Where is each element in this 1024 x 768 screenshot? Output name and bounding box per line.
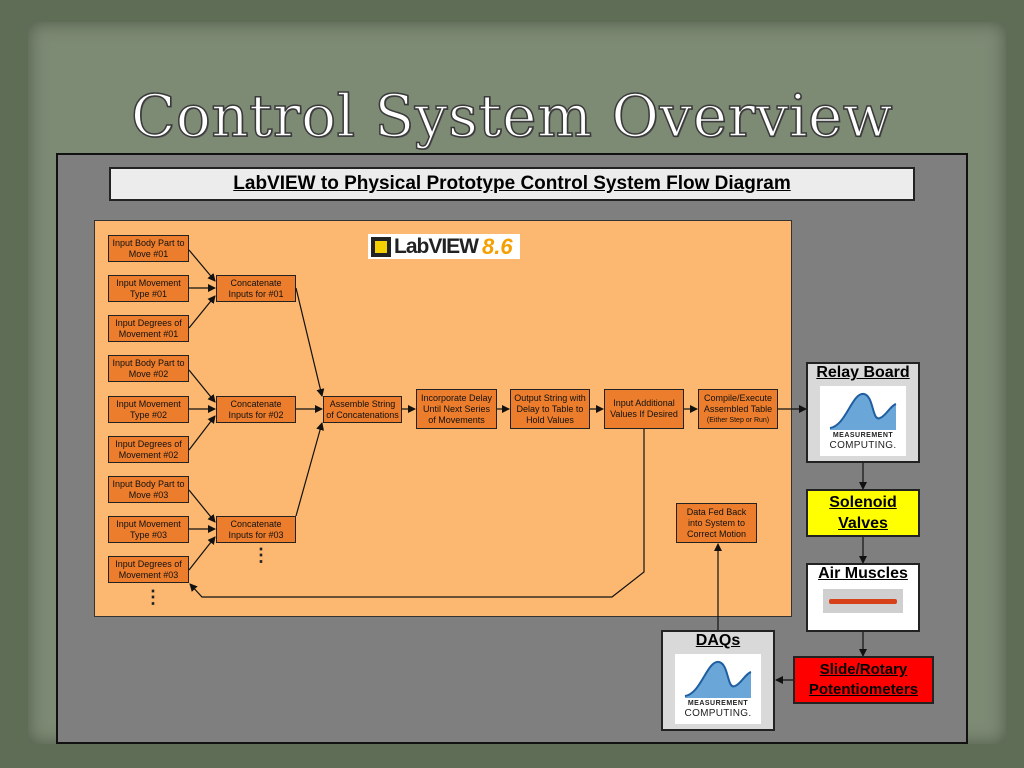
potentiometers-title: Slide/Rotary Potentiometers: [808, 661, 919, 698]
input-degrees-03: Input Degrees of Movement #03: [108, 556, 189, 583]
solenoid-valves-box: Solenoid Valves: [806, 489, 920, 537]
input-movement-type-02: Input Movement Type #02: [108, 396, 189, 423]
input-body-part-03: Input Body Part to Move #03: [108, 476, 189, 503]
daqs-logo-text-1: MEASUREMENT: [687, 700, 749, 707]
solenoid-valves-title: Solenoid Valves: [829, 494, 897, 532]
concatenate-01: Concatenate Inputs for #01: [216, 275, 296, 302]
air-muscles-box: Air Muscles: [806, 563, 920, 632]
input-additional-values: Input Additional Values If Desired: [604, 389, 684, 429]
daqs-title: DAQs: [695, 632, 741, 649]
compile-execute-note: (Either Step or Run): [706, 416, 770, 424]
data-fed-back: Data Fed Back into System to Correct Mot…: [676, 503, 757, 543]
labview-logo: LabVIEW 8.6: [368, 234, 520, 259]
concatenate-03: Concatenate Inputs for #03: [216, 516, 296, 543]
labview-logo-version: 8.6: [482, 233, 513, 259]
daqs-logo-text-2: COMPUTING.: [684, 708, 752, 719]
input-degrees-01: Input Degrees of Movement #01: [108, 315, 189, 342]
continuation-dots-concat: ⋮: [252, 545, 270, 565]
labview-logo-icon: [371, 236, 391, 257]
daqs-logo: MEASUREMENT COMPUTING.: [675, 654, 761, 724]
incorporate-delay: Incorporate Delay Until Next Series of M…: [416, 389, 497, 429]
output-string: Output String with Delay to Table to Hol…: [510, 389, 590, 429]
relay-logo-text-2: COMPUTING.: [829, 440, 897, 451]
daqs-box: DAQs MEASUREMENT COMPUTING.: [661, 630, 775, 731]
assemble-string: Assemble String of Concatenations: [323, 396, 402, 423]
input-body-part-02: Input Body Part to Move #02: [108, 355, 189, 382]
air-muscles-title: Air Muscles: [818, 565, 908, 582]
measurement-computing-wave-icon: [829, 393, 897, 430]
relay-board-box: Relay Board MEASUREMENT COMPUTING.: [806, 362, 920, 463]
air-muscle-icon: [823, 589, 903, 613]
concatenate-02: Concatenate Inputs for #02: [216, 396, 296, 423]
compile-execute-label: Compile/Execute Assembled Table: [703, 392, 773, 414]
relay-board-logo: MEASUREMENT COMPUTING.: [820, 386, 906, 456]
relay-logo-text-1: MEASUREMENT: [832, 432, 894, 439]
compile-execute: Compile/Execute Assembled Table (Either …: [698, 389, 778, 429]
continuation-dots-inputs: ⋮: [144, 587, 162, 607]
potentiometers-box: Slide/Rotary Potentiometers: [793, 656, 934, 704]
input-degrees-02: Input Degrees of Movement #02: [108, 436, 189, 463]
input-movement-type-03: Input Movement Type #03: [108, 516, 189, 543]
relay-board-title: Relay Board: [816, 364, 910, 381]
slide-title: Control System Overview: [130, 81, 894, 151]
measurement-computing-wave-icon: [684, 661, 752, 698]
diagram-header: LabVIEW to Physical Prototype Control Sy…: [109, 167, 915, 201]
input-movement-type-01: Input Movement Type #01: [108, 275, 189, 302]
labview-logo-text: LabVIEW: [394, 234, 479, 258]
input-body-part-01: Input Body Part to Move #01: [108, 235, 189, 262]
